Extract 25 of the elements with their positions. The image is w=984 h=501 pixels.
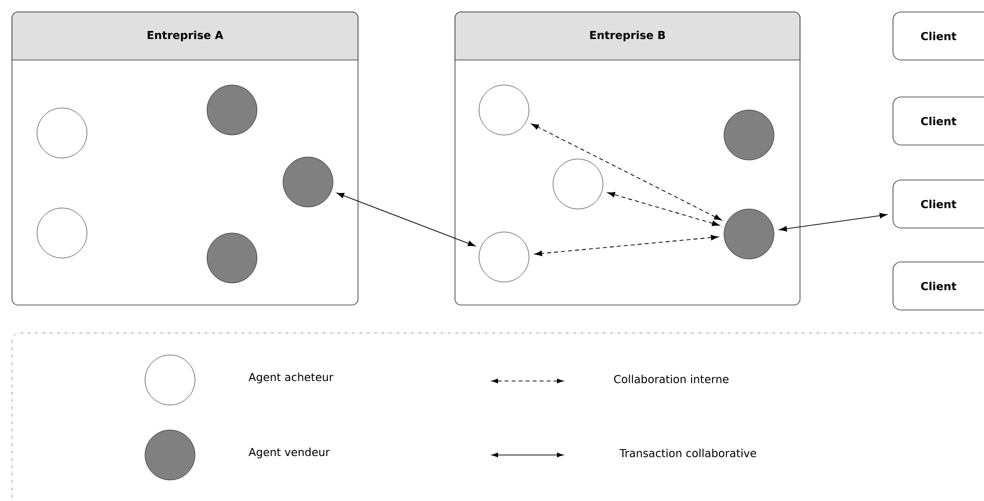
agent-circle	[36, 208, 88, 258]
agent-circle	[206, 84, 258, 136]
agent-circle	[724, 208, 774, 260]
client-box: Client	[892, 96, 984, 146]
agent-circle	[206, 232, 258, 284]
client-box: Client	[892, 12, 984, 60]
agent-circle	[552, 158, 604, 210]
arrow	[534, 234, 718, 256]
company-box: Entreprise A	[12, 12, 358, 306]
agent-circle	[282, 156, 334, 208]
agent-circle	[478, 84, 530, 136]
arrow	[336, 192, 476, 246]
client-box: Client	[892, 180, 984, 228]
agent-circle	[478, 232, 530, 282]
agent-circle	[724, 110, 774, 160]
agent-circle	[36, 108, 88, 158]
legend-label: Agent vendeur	[248, 448, 330, 458]
legend-label: Transaction collaborative	[620, 448, 756, 458]
arrow	[531, 124, 722, 220]
arrow	[607, 192, 720, 226]
legend-label: Agent acheteur	[248, 372, 334, 384]
client-box: Client	[892, 262, 984, 310]
arrow	[779, 212, 888, 232]
legend-label: Collaboration interne	[614, 374, 728, 384]
company-box: Entreprise B	[454, 12, 800, 306]
